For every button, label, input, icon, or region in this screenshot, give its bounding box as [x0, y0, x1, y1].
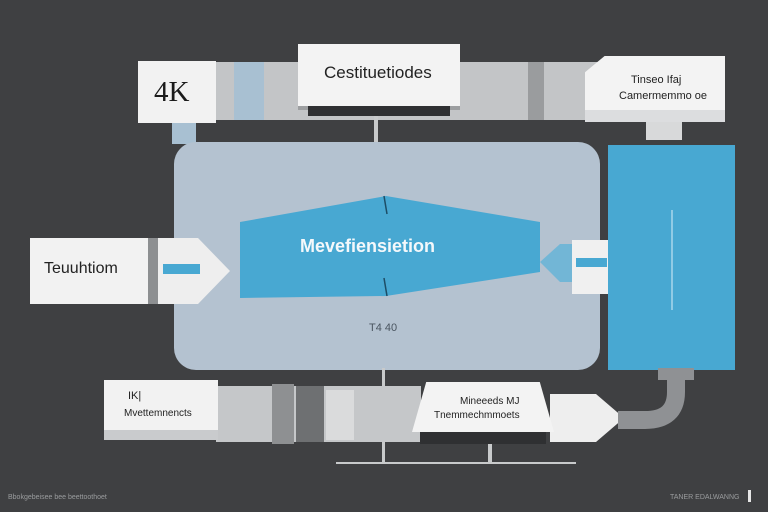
top-connector-dark-segment [528, 62, 544, 120]
center-banner-label: Mevefiensietion [300, 236, 436, 256]
bottom-center-box: Mineeeds MJ Tnemmechmmoets [412, 382, 554, 446]
top-vertical-line [374, 114, 378, 146]
top-right-box: Tinseo Ifaj Camermemmo oe [585, 56, 725, 124]
top-center-box: Cestituetiodes [298, 44, 460, 116]
elbow-pipe-cap [658, 368, 694, 380]
banner-tick-top [383, 195, 388, 215]
left-box-label: Teuuhtiom [44, 260, 118, 277]
footer-right-text: TANER EDALWANNG [670, 494, 740, 501]
right-input-arrow [540, 244, 572, 282]
center-caption: T4 40 [369, 322, 398, 334]
bottom-right-arrow [550, 394, 624, 442]
bottom-center-box-line1: Mineeeds MJ [460, 396, 520, 407]
elbow-pipe [618, 372, 685, 429]
top-center-box-label: Cestituetiodes [324, 63, 432, 82]
bottom-connector-dark2 [296, 386, 324, 442]
top-right-box-line2: Camermemmo oe [619, 90, 708, 102]
bottom-connector-dark1 [272, 384, 294, 444]
top-right-stub [646, 118, 682, 140]
footer-left-text: Bbokgebeisee bee beettoothoet [8, 494, 107, 501]
bottom-left-box-face [104, 380, 218, 430]
top-left-box: 4K [138, 61, 216, 123]
bottom-left-box-line2: Mvettemnencts [124, 408, 192, 419]
left-connector-gray [148, 238, 158, 304]
left-arrow-blue-bar [163, 264, 200, 274]
footer-right-mark [748, 490, 751, 502]
top-connector-blue-segment [234, 62, 264, 120]
right-input-blue-bar [576, 258, 607, 267]
bottom-left-box-base [104, 430, 218, 440]
left-box: Teuuhtiom [30, 238, 148, 304]
bottom-left-box-line1: IK| [128, 390, 142, 402]
top-right-box-face [585, 56, 725, 110]
top-left-box-label: 4K [154, 76, 190, 108]
banner-tick-bottom [383, 277, 388, 297]
bottom-center-box-base [420, 432, 546, 444]
bottom-left-box: IK| Mvettemnencts [104, 380, 218, 442]
bottom-center-box-line2: Tnemmechmmoets [434, 410, 520, 421]
top-right-box-base [585, 110, 725, 122]
bottom-connector-light [326, 390, 354, 440]
bottom-base-stub [488, 440, 492, 464]
top-right-box-line1: Tinseo Ifaj [631, 74, 682, 86]
top-center-box-base [308, 106, 450, 116]
bottom-center-box-face [412, 382, 554, 432]
center-banner [240, 196, 540, 298]
